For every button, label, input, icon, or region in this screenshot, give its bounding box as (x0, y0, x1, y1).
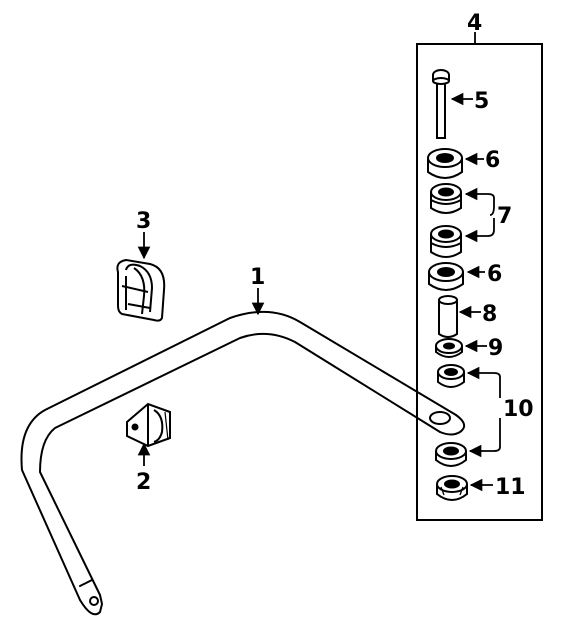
callout-11: 11 (495, 475, 526, 500)
callout-2: 2 (136, 470, 151, 495)
bushing-bracket (116, 259, 166, 322)
leader-7-bracket (468, 193, 495, 216)
link-nut (436, 475, 468, 501)
callout-10: 10 (503, 397, 534, 422)
bar-bushing-lower (435, 442, 467, 467)
link-bushing-lower (430, 225, 462, 258)
stabilizer-bar (20, 310, 466, 616)
callout-8: 8 (482, 302, 497, 327)
callout-3: 3 (136, 209, 151, 234)
link-bolt (432, 69, 450, 139)
link-spacer (438, 295, 458, 338)
callout-4: 4 (467, 11, 482, 36)
link-bushing-upper (430, 183, 462, 214)
link-washer (435, 338, 463, 358)
callout-6b: 6 (487, 262, 502, 287)
leader-10 (466, 366, 501, 398)
grommet-upper (427, 148, 463, 179)
callout-6a: 6 (485, 148, 500, 173)
bar-bushing-upper (437, 364, 465, 388)
callout-5: 5 (474, 89, 489, 114)
grommet-lower (428, 262, 464, 291)
callout-7: 7 (497, 204, 512, 229)
callout-9: 9 (488, 336, 503, 361)
link-kit-box (416, 43, 543, 521)
leader-lines (137, 32, 501, 492)
callout-1: 1 (250, 265, 265, 290)
stabilizer-bushing (126, 402, 171, 448)
